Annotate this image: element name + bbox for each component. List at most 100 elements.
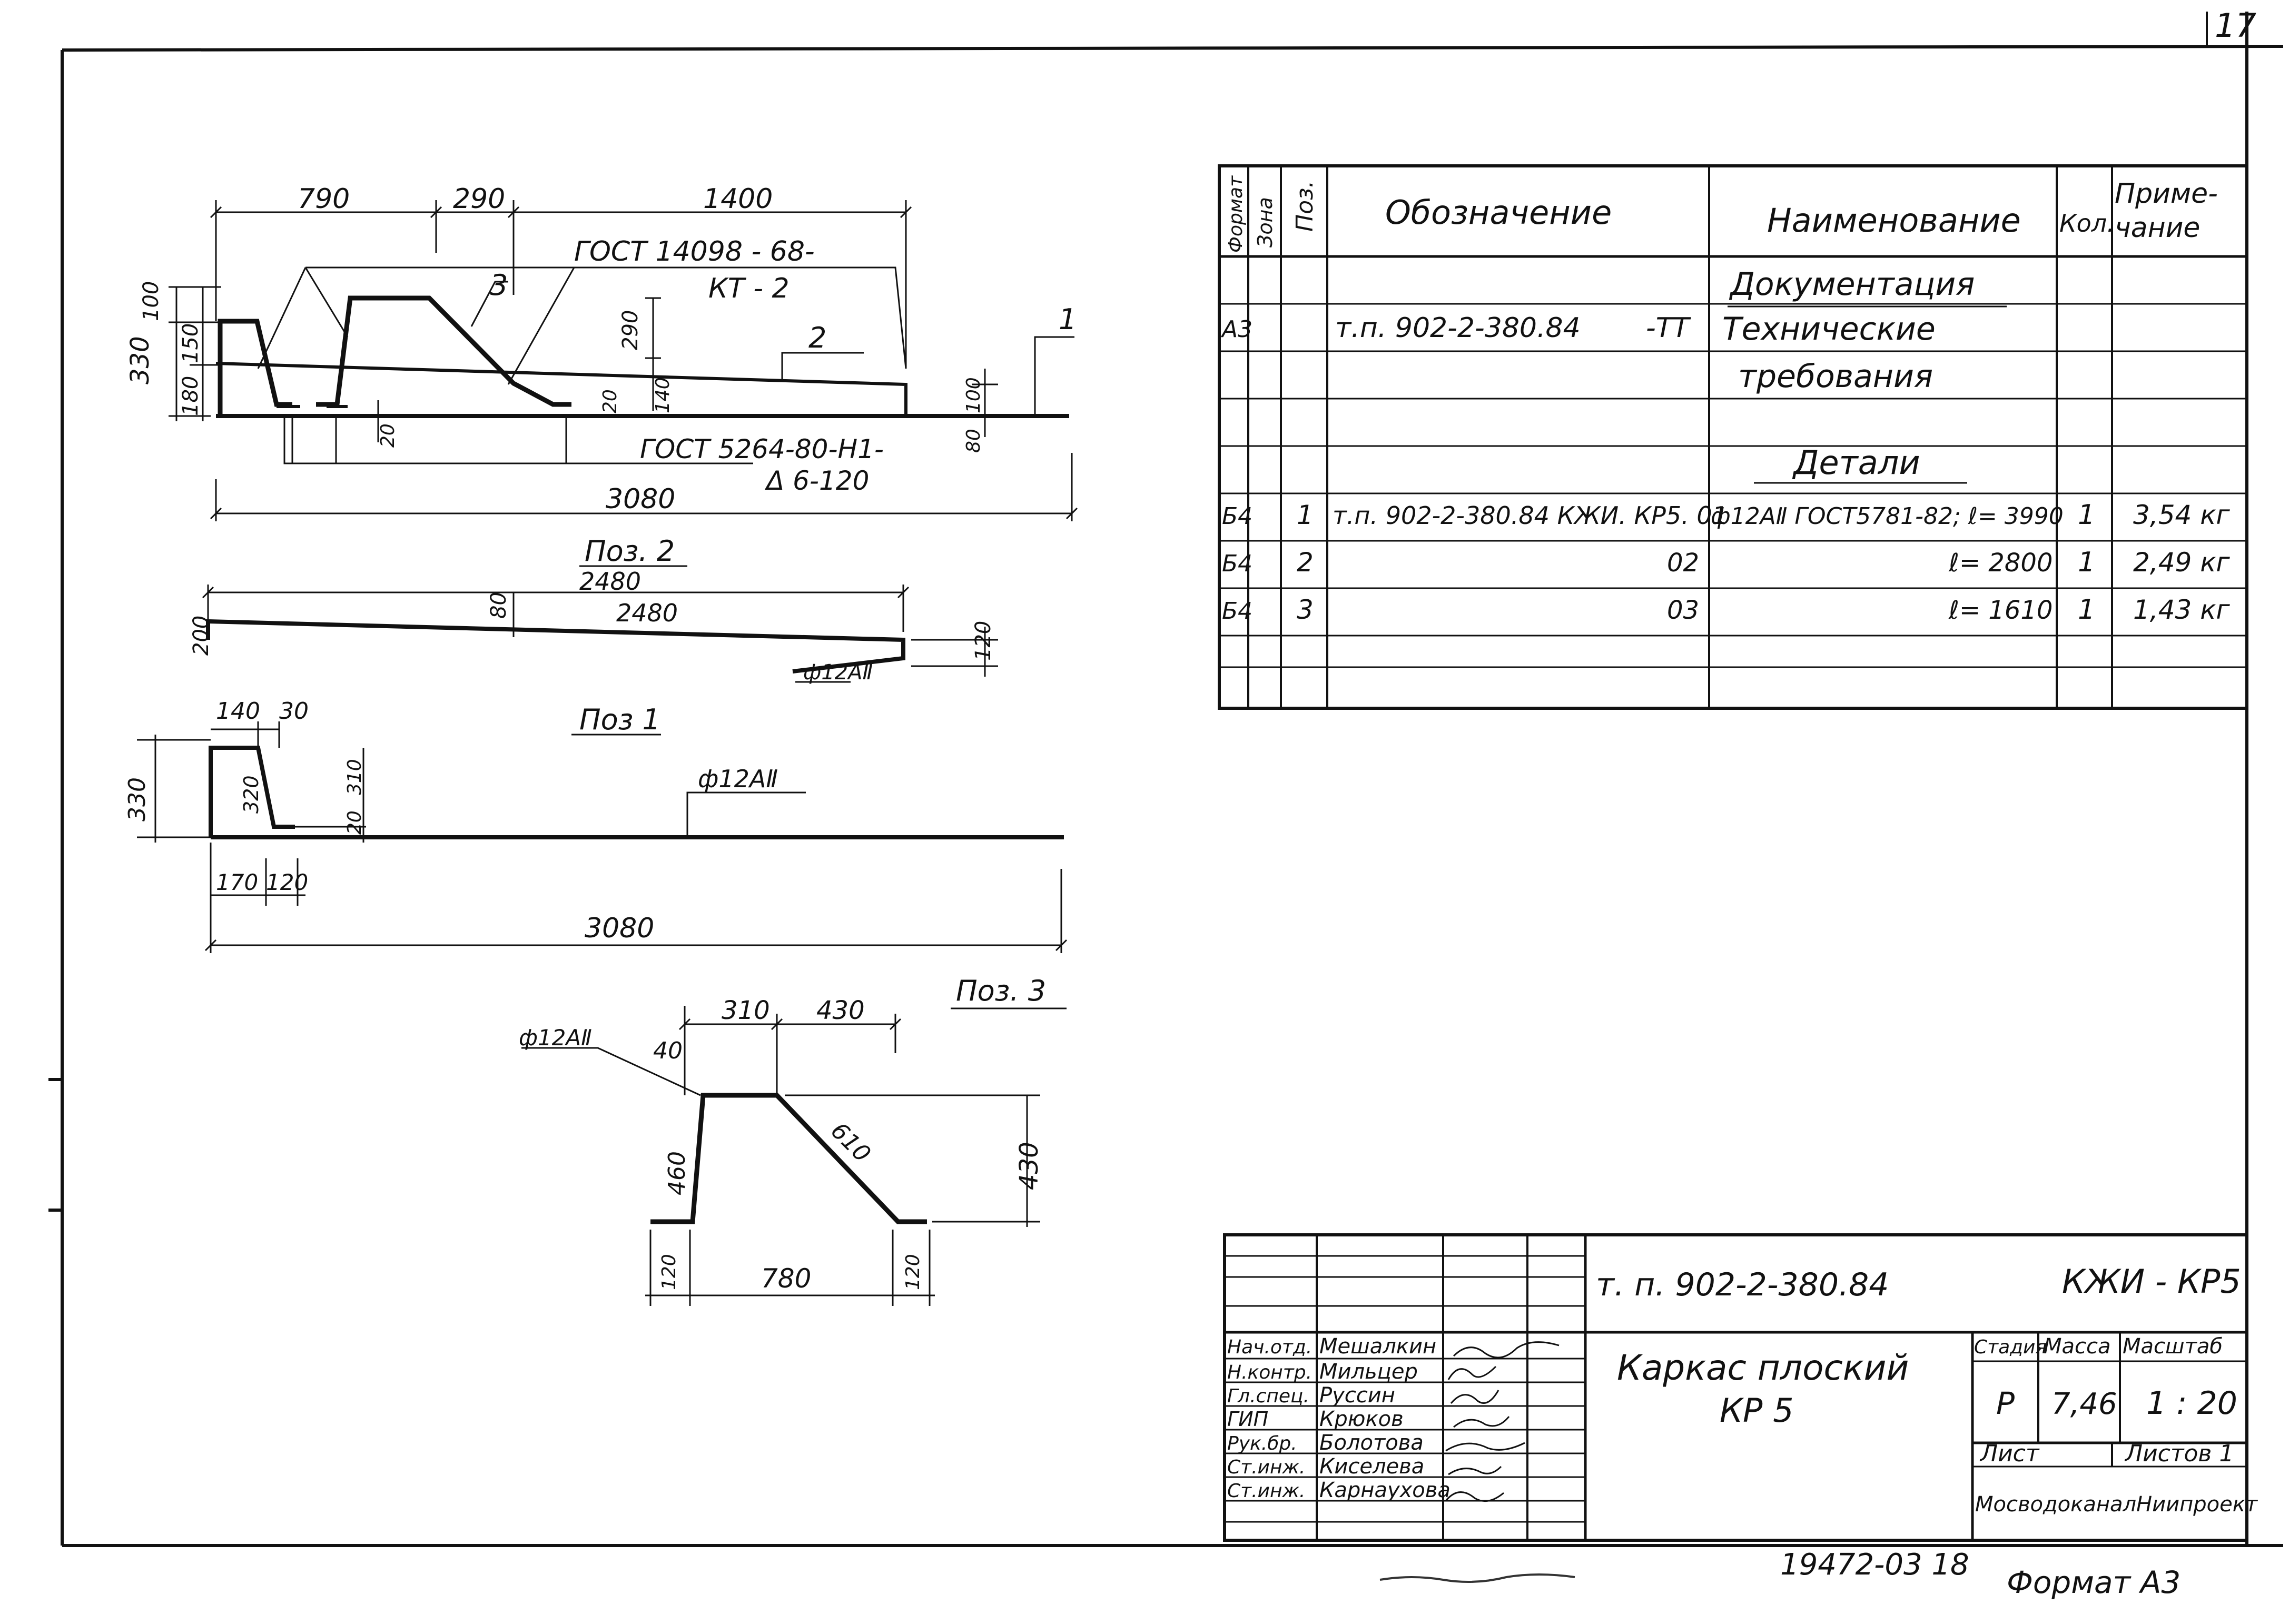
poz2-dim-2480-bottom: 2480 — [616, 599, 678, 627]
spec-row1-qty: 1 — [2078, 499, 2095, 531]
role-head-of-dept: Нач.отд. — [1227, 1336, 1312, 1358]
dim-100-right: 100 — [963, 377, 984, 413]
poz2-labels: Поз. 2 2480 2480 80 200 120 ф12АⅡ — [189, 534, 995, 685]
sheet-number: 17 — [2215, 6, 2256, 45]
spec-row2-name: ℓ= 2800 — [1948, 548, 2053, 578]
spec-row3-name: ℓ= 1610 — [1948, 596, 2053, 625]
poz2-dim-120: 120 — [971, 621, 995, 661]
spec-row1-note: 3,54 кг — [2133, 500, 2230, 530]
scale-value: 1 : 20 — [2146, 1385, 2237, 1422]
dim-150: 150 — [179, 323, 203, 363]
name-senior-engineer-1: Киселева — [1319, 1454, 1424, 1479]
spec-header-note-line2: чание — [2115, 212, 2200, 244]
spec-row3-note: 1,43 кг — [2133, 595, 2230, 625]
dim-100-left: 100 — [139, 281, 163, 321]
sheet-label: Лист — [1979, 1440, 2040, 1467]
dim-330: 330 — [125, 336, 155, 384]
position-1-leader: 1 — [1059, 303, 1077, 336]
dim-3080-main: 3080 — [606, 483, 675, 515]
spec-doc-name-line1: Технические — [1722, 311, 1936, 348]
role-team-lead: Рук.бр. — [1227, 1433, 1297, 1454]
poz2-drawing — [202, 565, 998, 683]
poz3-dim-430-vertical: 430 — [1014, 1142, 1044, 1190]
poz1-dim-120: 120 — [266, 869, 308, 895]
role-norm-control: Н.контр. — [1227, 1362, 1312, 1383]
footer: 19472-03 18 Формат А3 — [1379, 1548, 2181, 1600]
spec-row1-designation: т.п. 902-2-380.84 КЖИ. КР5. 01 — [1333, 501, 1728, 530]
poz1-bar-diameter: ф12АⅡ — [698, 765, 778, 793]
poz1-dim-320: 320 — [240, 775, 263, 814]
dim-180: 180 — [179, 376, 203, 416]
spec-row1-name: ф12АⅡ ГОСТ5781-82; ℓ= 3990 — [1711, 503, 2064, 530]
gost-14098-type: КТ - 2 — [708, 273, 790, 304]
gost-14098-label: ГОСТ 14098 - 68- — [574, 236, 815, 268]
stage-value: Р — [1996, 1385, 2015, 1421]
spec-row3-pos: 3 — [1297, 595, 1314, 625]
poz3-dim-460: 460 — [664, 1151, 690, 1195]
poz1-dim-20: 20 — [344, 810, 366, 835]
poz2-title: Поз. 2 — [585, 534, 675, 568]
mass-label: Масса — [2044, 1334, 2111, 1359]
spec-row3-qty: 1 — [2078, 594, 2095, 626]
poz1-drawing — [137, 721, 1068, 953]
spec-row2-pos: 2 — [1297, 547, 1314, 578]
sheets-count: Листов 1 — [2124, 1440, 2234, 1467]
spec-header-pos: Поз. — [1291, 181, 1318, 232]
sheet-frame — [48, 12, 2284, 1547]
main-assembly-dimensions: 790 290 1400 100 330 150 180 20 290 20 1… — [125, 183, 1077, 515]
spec-doc-name-line2: требования — [1738, 358, 1933, 395]
role-senior-engineer-1: Ст.инж. — [1227, 1457, 1305, 1478]
dim-290-inner: 290 — [618, 310, 643, 350]
poz2-dim-200: 200 — [189, 616, 213, 656]
dim-140-inner: 140 — [652, 377, 674, 413]
gost-5264-weld: Δ 6-120 — [764, 466, 869, 496]
spec-doc-format: А3 — [1220, 316, 1252, 343]
spec-row2-designation: 02 — [1667, 548, 1699, 578]
dim-80-right: 80 — [963, 429, 984, 453]
spec-table-grid — [1218, 164, 2248, 710]
poz2-bar-diameter: ф12АⅡ — [803, 660, 873, 685]
archive-number: 19472-03 18 — [1780, 1548, 1969, 1582]
poz3-dim-40: 40 — [653, 1037, 683, 1064]
name-norm-control: Мильцер — [1319, 1360, 1418, 1384]
poz2-dim-2480-top: 2480 — [579, 567, 641, 596]
sheet-format: Формат А3 — [2007, 1564, 2181, 1600]
dim-790: 790 — [298, 183, 350, 215]
role-chief-engineer: ГИП — [1227, 1408, 1268, 1431]
spec-header-designation: Обозначение — [1385, 193, 1612, 232]
spec-row2-format: Б4 — [1222, 550, 1252, 577]
poz1-dim-330: 330 — [124, 777, 151, 821]
title-block: т. п. 902-2-380.84 КЖИ - КР5 Каркас плос… — [1227, 1262, 2258, 1517]
name-chief-engineer: Крюков — [1319, 1407, 1404, 1431]
title-block-grid — [1223, 1233, 2248, 1542]
project-code: т. п. 902-2-380.84 — [1596, 1266, 1889, 1303]
spec-doc-designation: т.п. 902-2-380.84 — [1335, 312, 1581, 344]
spec-row1-pos: 1 — [1297, 500, 1314, 530]
poz1-dim-170: 170 — [216, 869, 258, 895]
poz3-dim-430: 430 — [816, 996, 865, 1025]
poz3-title: Поз. 3 — [956, 974, 1046, 1007]
name-senior-engineer-2: Карнаухова — [1319, 1478, 1451, 1502]
spec-table: Формат Зона Поз. Обозначение Наименовани… — [1220, 175, 2230, 626]
spec-row2-note: 2,49 кг — [2133, 547, 2230, 578]
drawing-title-line2: КР 5 — [1720, 1391, 1794, 1430]
main-assembly-drawing — [169, 200, 1078, 521]
spec-section-documentation: Документация — [1729, 266, 1975, 303]
name-head-of-dept: Мешалкин — [1319, 1334, 1436, 1359]
organization: МосводоканалНиипроект — [1975, 1492, 2258, 1517]
poz2-dim-80: 80 — [487, 592, 511, 619]
poz3-dim-310: 310 — [722, 996, 770, 1025]
name-team-lead: Болотова — [1319, 1431, 1424, 1455]
spec-row3-format: Б4 — [1222, 598, 1252, 625]
spec-header-name: Наименование — [1767, 201, 2021, 240]
spec-header-zone: Зона — [1254, 197, 1277, 247]
spec-header-format: Формат — [1225, 175, 1247, 253]
spec-header-note-line1: Приме- — [2115, 178, 2218, 210]
poz1-dim-30: 30 — [279, 698, 309, 725]
poz3-drawing — [521, 1006, 1067, 1306]
spec-doc-suffix: -ТТ — [1646, 312, 1692, 344]
poz3-dim-610: 610 — [825, 1117, 875, 1167]
poz3-labels: Поз. 3 310 430 40 ф12АⅡ 460 610 430 120 … — [519, 974, 1046, 1294]
poz1-dim-140: 140 — [216, 698, 260, 725]
spec-row2-qty: 1 — [2078, 547, 2095, 578]
